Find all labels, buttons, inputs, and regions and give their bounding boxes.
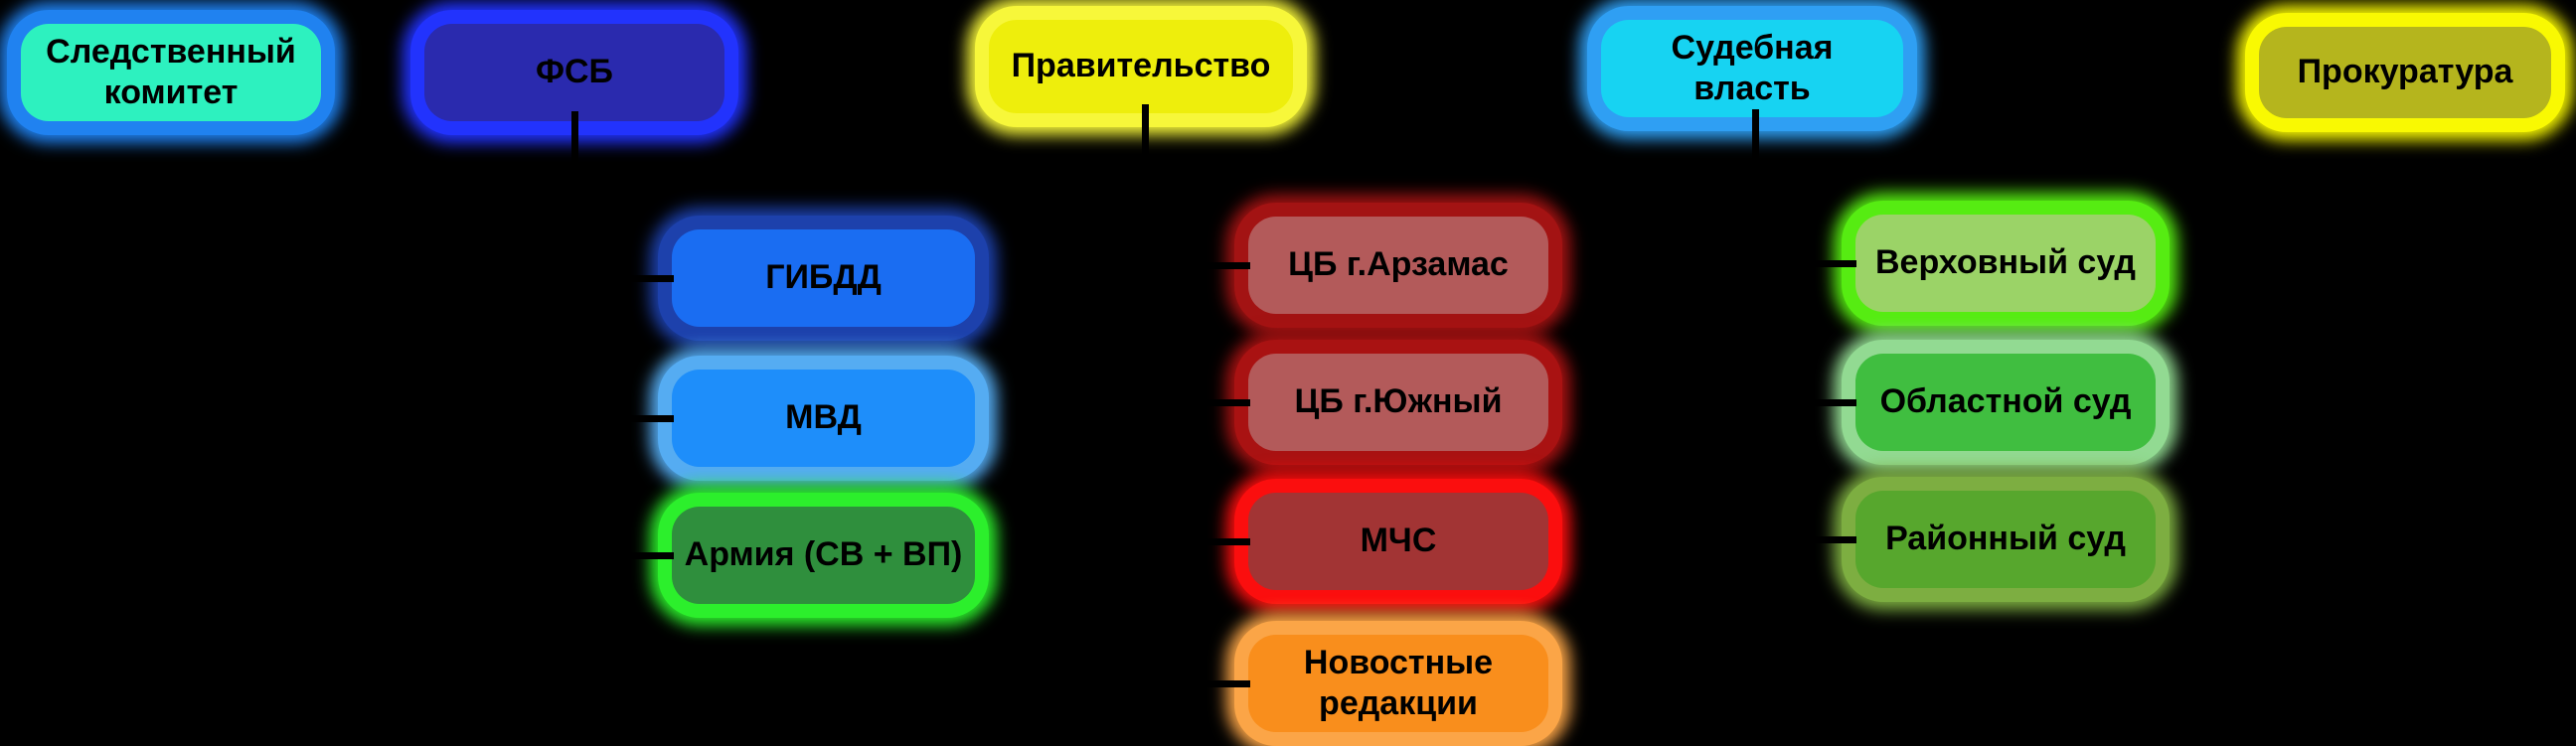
connector-stub-mvd xyxy=(574,415,674,422)
node-fsb-shape: ФСБ xyxy=(424,24,724,121)
node-mchs-label: МЧС xyxy=(1360,522,1437,560)
node-sudebnaya-vlast-label: Судебная xyxy=(1671,28,1834,67)
connector-stub-novostnye-redaktsii xyxy=(1145,680,1250,687)
node-tsb-yuzhnyy-label: ЦБ г.Южный xyxy=(1294,382,1503,421)
node-sledstvennyy-komitet-shape: Следственный комитет xyxy=(21,24,321,121)
node-novostnye-redaktsii-shape: Новостные редакции xyxy=(1248,635,1548,732)
node-mvd-shape: МВД xyxy=(672,370,975,467)
node-mchs[interactable]: МЧС xyxy=(1234,479,1562,604)
connector-stub-tsb-yuzhnyy xyxy=(1145,399,1250,406)
node-armiya[interactable]: Армия (СВ + ВП) xyxy=(658,493,989,618)
node-sudebnaya-vlast-shape: Судебная власть xyxy=(1601,20,1903,117)
node-rayonnyy-sud-label: Районный суд xyxy=(1885,520,2126,558)
node-verkhovnyy-sud-label: Верховный суд xyxy=(1875,243,2136,282)
connector-trunk-sudebnaya-vlast xyxy=(1752,109,1759,539)
connector-stub-armiya xyxy=(574,552,674,559)
node-mchs-shape: МЧС xyxy=(1248,493,1548,590)
node-sledstvennyy-komitet[interactable]: Следственный комитет xyxy=(7,10,335,135)
node-novostnye-redaktsii[interactable]: Новостные редакции xyxy=(1234,621,1562,746)
connector-trunk-fsb xyxy=(571,111,578,555)
node-sledstvennyy-komitet-label2: комитет xyxy=(103,74,239,111)
node-novostnye-redaktsii-label2: редакции xyxy=(1319,684,1478,722)
node-oblastnoy-sud-shape: Областной суд xyxy=(1855,354,2156,451)
node-tsb-arzamas-label: ЦБ г.Арзамас xyxy=(1288,245,1509,284)
node-prokuratura-label: Прокуратура xyxy=(2297,53,2513,91)
node-oblastnoy-sud[interactable]: Областной суд xyxy=(1842,340,2170,465)
node-rayonnyy-sud[interactable]: Районный суд xyxy=(1842,477,2170,602)
node-oblastnoy-sud-label: Областной суд xyxy=(1879,382,2132,421)
node-novostnye-redaktsii-label: Новостные xyxy=(1303,643,1494,681)
node-pravitelstvo-shape: Правительство xyxy=(989,20,1293,113)
node-prokuratura-shape: Прокуратура xyxy=(2259,27,2551,118)
node-mvd[interactable]: МВД xyxy=(658,356,989,481)
node-rayonnyy-sud-shape: Районный суд xyxy=(1855,491,2156,588)
node-tsb-arzamas-shape: ЦБ г.Арзамас xyxy=(1248,217,1548,314)
connector-stub-tsb-arzamas xyxy=(1145,262,1250,269)
node-tsb-arzamas[interactable]: ЦБ г.Арзамас xyxy=(1234,203,1562,328)
connector-trunk-pravitelstvo xyxy=(1142,104,1149,683)
node-gibdd-shape: ГИБДД xyxy=(672,229,975,327)
node-fsb-label: ФСБ xyxy=(535,53,613,91)
node-verkhovnyy-sud[interactable]: Верховный суд xyxy=(1842,201,2170,326)
node-armiya-shape: Армия (СВ + ВП) xyxy=(672,507,975,604)
node-prokuratura[interactable]: Прокуратура xyxy=(2245,13,2565,132)
node-pravitelstvo[interactable]: Правительство xyxy=(975,6,1307,127)
connector-stub-verkhovnyy-sud xyxy=(1755,260,1856,267)
node-mvd-label: МВД xyxy=(785,398,862,437)
connector-stub-rayonnyy-sud xyxy=(1755,536,1856,543)
node-armiya-label: Армия (СВ + ВП) xyxy=(684,535,963,574)
node-gibdd-label: ГИБДД xyxy=(765,258,882,297)
node-pravitelstvo-label: Правительство xyxy=(1011,47,1271,85)
node-gibdd[interactable]: ГИБДД xyxy=(658,216,989,341)
connector-stub-mchs xyxy=(1145,538,1250,545)
node-fsb[interactable]: ФСБ xyxy=(410,10,738,135)
connector-stub-oblastnoy-sud xyxy=(1755,399,1856,406)
connector-stub-gibdd xyxy=(574,275,674,282)
node-tsb-yuzhnyy-shape: ЦБ г.Южный xyxy=(1248,354,1548,451)
node-sudebnaya-vlast[interactable]: Судебная власть xyxy=(1587,6,1917,131)
node-verkhovnyy-sud-shape: Верховный суд xyxy=(1855,215,2156,312)
node-sudebnaya-vlast-label2: власть xyxy=(1693,70,1811,107)
node-tsb-yuzhnyy[interactable]: ЦБ г.Южный xyxy=(1234,340,1562,465)
node-sledstvennyy-komitet-label: Следственный xyxy=(46,32,296,71)
